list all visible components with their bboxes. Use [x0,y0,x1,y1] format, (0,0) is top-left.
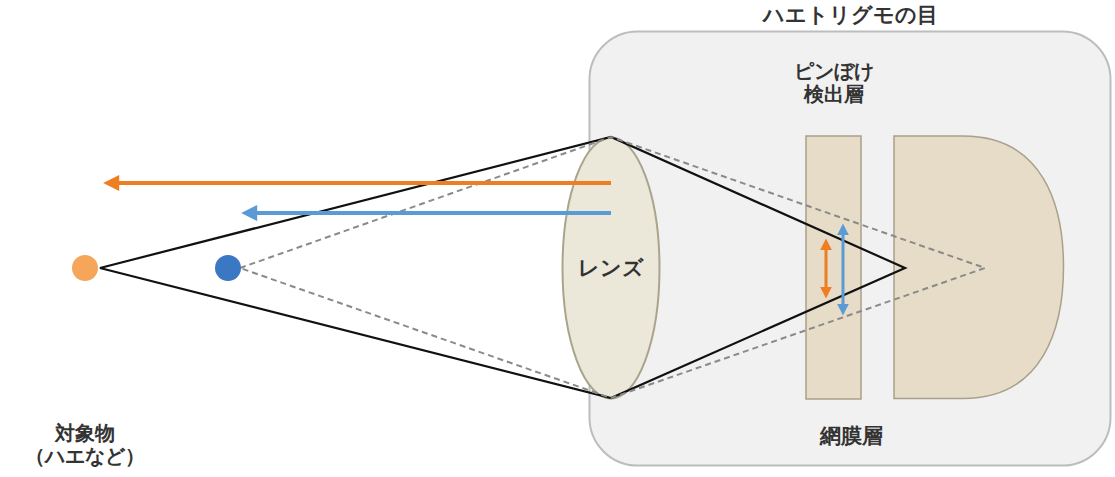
node-heading: ピンぼけ 検出層 [788,60,880,106]
node-heading: ハエトリグモの目 [763,3,938,27]
object-near [215,255,241,281]
node-heading: 網膜層 [820,424,883,448]
layer-shape [806,136,861,399]
blur-detection-layer: ピンぼけ 検出層 [805,135,862,400]
lens-shape [563,138,660,399]
retina-layer-outline [893,135,1065,400]
object-label: 対象物 （ハエなど） [21,422,149,468]
retina-shape [894,136,1064,399]
blur-detection-layer-outline [805,135,862,400]
focus-ray-near [240,137,985,398]
object-far [72,255,98,281]
retina-layer: 網膜層 [893,135,1065,400]
lens: レンズ [561,136,661,400]
blur-arrow-far [825,242,828,295]
housing-shape [590,32,1111,466]
blur-arrow-near [842,227,845,312]
focus-ray-far [100,137,905,398]
node-label: レンズ [578,256,644,280]
eye-housing: ハエトリグモの目レンズピンぼけ 検出層網膜層 [588,30,1112,467]
distance-arrow-far [108,181,611,185]
distance-arrow-near [246,211,611,215]
